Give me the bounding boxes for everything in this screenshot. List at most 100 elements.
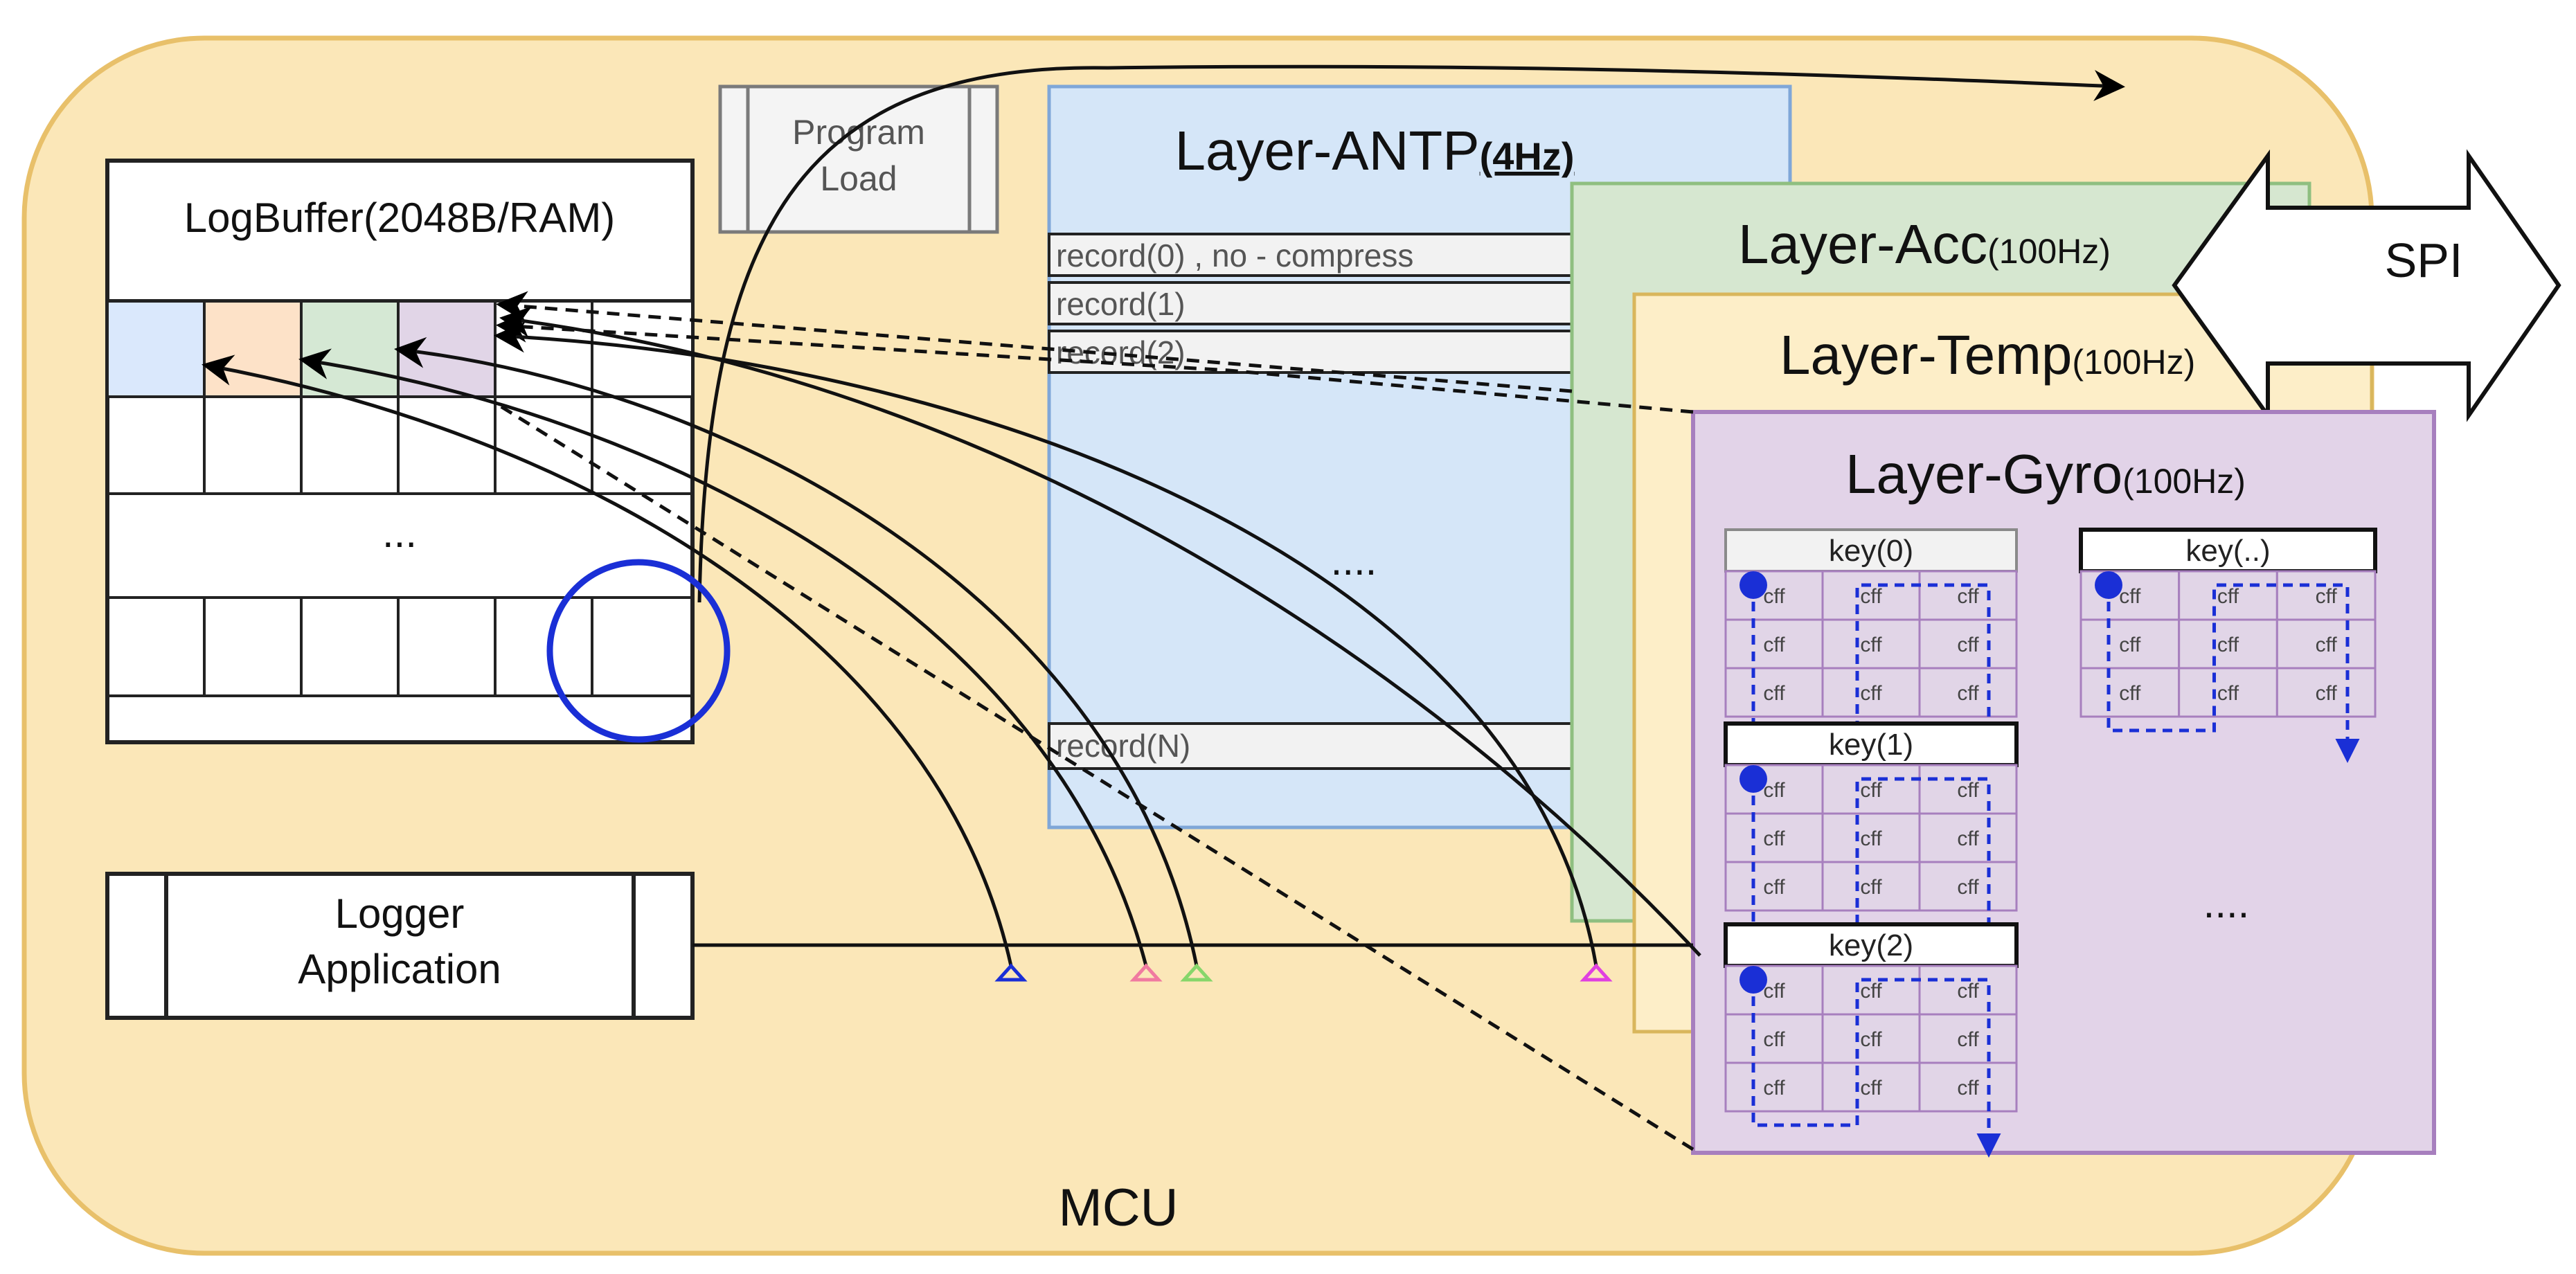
dashed-connector-acc <box>496 291 1573 393</box>
gyro-cell-label: cff <box>1860 682 1882 705</box>
curve-to-orange-cell <box>298 348 1148 967</box>
antp-ellipsis: .... <box>1331 537 1377 584</box>
scan-path <box>1751 583 2001 763</box>
gyro-cell-label: cff <box>2217 682 2239 705</box>
program-load-label-line2: Load <box>820 159 897 198</box>
gyro-cell-label: cff <box>1763 1077 1785 1100</box>
spi-arrow: SPI <box>2172 149 2561 422</box>
gyro-ellipsis: .... <box>2203 880 2250 926</box>
gyro-cell <box>1918 764 2018 815</box>
gyro-cell-label: cff <box>1860 980 1882 1003</box>
gyro-cell-label: cff <box>1957 585 1979 608</box>
scan-path <box>2107 583 2360 763</box>
layer-antp-title: Layer-ANTP(4Hz) <box>1174 120 1574 181</box>
gyro-cell-label: cff <box>1763 876 1785 899</box>
gyro-key-header <box>2079 528 2377 573</box>
gyro-cell <box>1724 618 1824 670</box>
log-buffer-title: LogBuffer(2048B/RAM) <box>184 195 616 241</box>
timeline-marker-blue <box>994 963 1028 982</box>
antp-record-1-label: record(1) <box>1056 286 1186 322</box>
gyro-cell-label: cff <box>1957 634 1979 656</box>
gyro-key-0-grid: key(0) cff cff cff cff cff cff cff cff cff <box>1724 528 2018 763</box>
gyro-cell-label: cff <box>1860 585 1882 608</box>
gyro-cell-label: cff <box>1763 779 1785 802</box>
logger-application-line2: Application <box>298 946 501 992</box>
gyro-cell-label: cff <box>1957 1077 1979 1100</box>
timeline-marker-magenta <box>1580 963 1613 982</box>
gyro-cell-label: cff <box>1957 980 1979 1003</box>
gyro-cell-label: cff <box>1860 876 1882 899</box>
log-buffer-ellipsis: ... <box>382 510 417 556</box>
gyro-cell-label: cff <box>1957 876 1979 899</box>
gyro-key-grids: key(0) cff cff cff cff cff cff cff cff cff key(1) c… <box>1724 528 2377 1158</box>
layer-temp-title: Layer-Temp(100Hz) <box>1780 324 2195 386</box>
log-buffer-cell-green <box>300 300 400 398</box>
layer-acc-title: Layer-Acc(100Hz) <box>1738 213 2111 275</box>
curve-to-spi <box>697 64 2125 603</box>
gyro-cell <box>1918 861 2018 912</box>
gyro-cell <box>1821 570 1921 621</box>
antp-record-n-label: record(N) <box>1056 728 1190 764</box>
timeline-marker-pink <box>1129 963 1163 982</box>
gyro-cell <box>1918 812 2018 863</box>
gyro-cell-label: cff <box>2316 634 2338 656</box>
gyro-cell <box>1724 667 1824 718</box>
scan-path <box>1751 777 2001 957</box>
gyro-cell <box>1724 861 1824 912</box>
gyro-cell <box>1821 861 1921 912</box>
gyro-key-label: key(..) <box>2185 534 2270 568</box>
gyro-cell-label: cff <box>2119 585 2141 608</box>
layer-temp-rate: (100Hz) <box>2072 343 2195 382</box>
gyro-cell-label: cff <box>2217 634 2239 656</box>
gyro-cell-label: cff <box>1957 827 1979 850</box>
gyro-cell <box>1821 667 1921 718</box>
gyro-key-label: key(2) <box>1829 928 1913 962</box>
dashed-connector-temp <box>496 311 1694 414</box>
gyro-cell <box>2275 667 2377 718</box>
antp-record-2-label: record(2) <box>1056 334 1186 370</box>
gyro-cell-label: cff <box>1763 682 1785 705</box>
gyro-cell <box>2178 570 2278 621</box>
gyro-cell <box>1821 1061 1921 1113</box>
timeline-marker-green <box>1180 963 1213 982</box>
layer-antp-rate: (4Hz) <box>1480 134 1575 178</box>
gyro-cell <box>1724 812 1824 863</box>
mcu-label: MCU <box>1058 1178 1178 1237</box>
gyro-key-label: key(0) <box>1829 534 1913 568</box>
curve-to-blue-cell <box>202 355 1013 967</box>
gyro-cell-label: cff <box>1763 634 1785 656</box>
curved-connectors <box>202 64 2125 967</box>
gyro-key-header <box>1724 721 2019 767</box>
gyro-cell-label: cff <box>1957 682 1979 705</box>
gyro-cell-label: cff <box>1860 779 1882 802</box>
gyro-cell-label: cff <box>1763 827 1785 850</box>
gyro-cell-label: cff <box>2316 585 2338 608</box>
gyro-cell-label: cff <box>1860 827 1882 850</box>
log-buffer-row-last <box>107 596 692 697</box>
gyro-cell <box>1918 570 2018 621</box>
gyro-cell-label: cff <box>2119 682 2141 705</box>
gyro-cell-label: cff <box>1763 585 1785 608</box>
gyro-cell-label: cff <box>1860 1077 1882 1100</box>
program-load-label-line1: Program <box>792 113 925 152</box>
dashed-connectors <box>496 291 1694 1151</box>
gyro-cell-label: cff <box>1860 634 1882 656</box>
gyro-cell-label: cff <box>1763 1028 1785 1051</box>
gyro-cell-label: cff <box>1860 1028 1882 1051</box>
gyro-cell <box>1918 667 2018 718</box>
gyro-cell <box>1821 965 1921 1016</box>
layer-acc-rate: (100Hz) <box>1987 232 2111 271</box>
highlight-circle <box>546 559 731 743</box>
gyro-key-label: key(1) <box>1829 728 1913 762</box>
gyro-cell <box>1918 1061 2018 1113</box>
gyro-cell-label: cff <box>2119 634 2141 656</box>
curve-to-green-cell <box>394 337 1199 967</box>
gyro-cell <box>1821 1013 1921 1064</box>
gyro-key-header <box>1724 528 2018 573</box>
gyro-cell <box>1724 1013 1824 1064</box>
logger-application-box: Logger Application <box>105 872 695 1020</box>
